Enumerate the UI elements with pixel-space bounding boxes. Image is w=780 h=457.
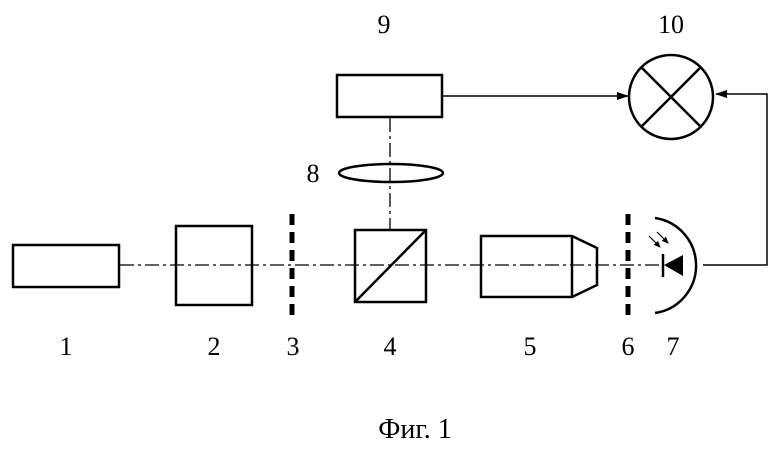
light-ray-1 [649,236,660,247]
label-7: 7 [667,332,680,361]
signal-line-7-to-10 [703,94,767,265]
photodiode-triangle [664,255,683,276]
receiver-block [337,75,442,117]
label-5: 5 [524,332,537,361]
focusing-lens [339,164,443,182]
light-ray-2 [657,232,668,243]
objective-lens [481,236,597,297]
label-6: 6 [622,332,635,361]
label-4: 4 [384,332,397,361]
laser-source-block [13,245,119,287]
label-8: 8 [307,159,320,188]
figure-caption: Фиг. 1 [378,414,451,445]
label-1: 1 [60,332,73,361]
label-2: 2 [208,332,221,361]
label-3: 3 [287,332,300,361]
label-10: 10 [658,10,684,39]
beam-splitter-diagonal [355,230,426,302]
label-9: 9 [378,10,391,39]
